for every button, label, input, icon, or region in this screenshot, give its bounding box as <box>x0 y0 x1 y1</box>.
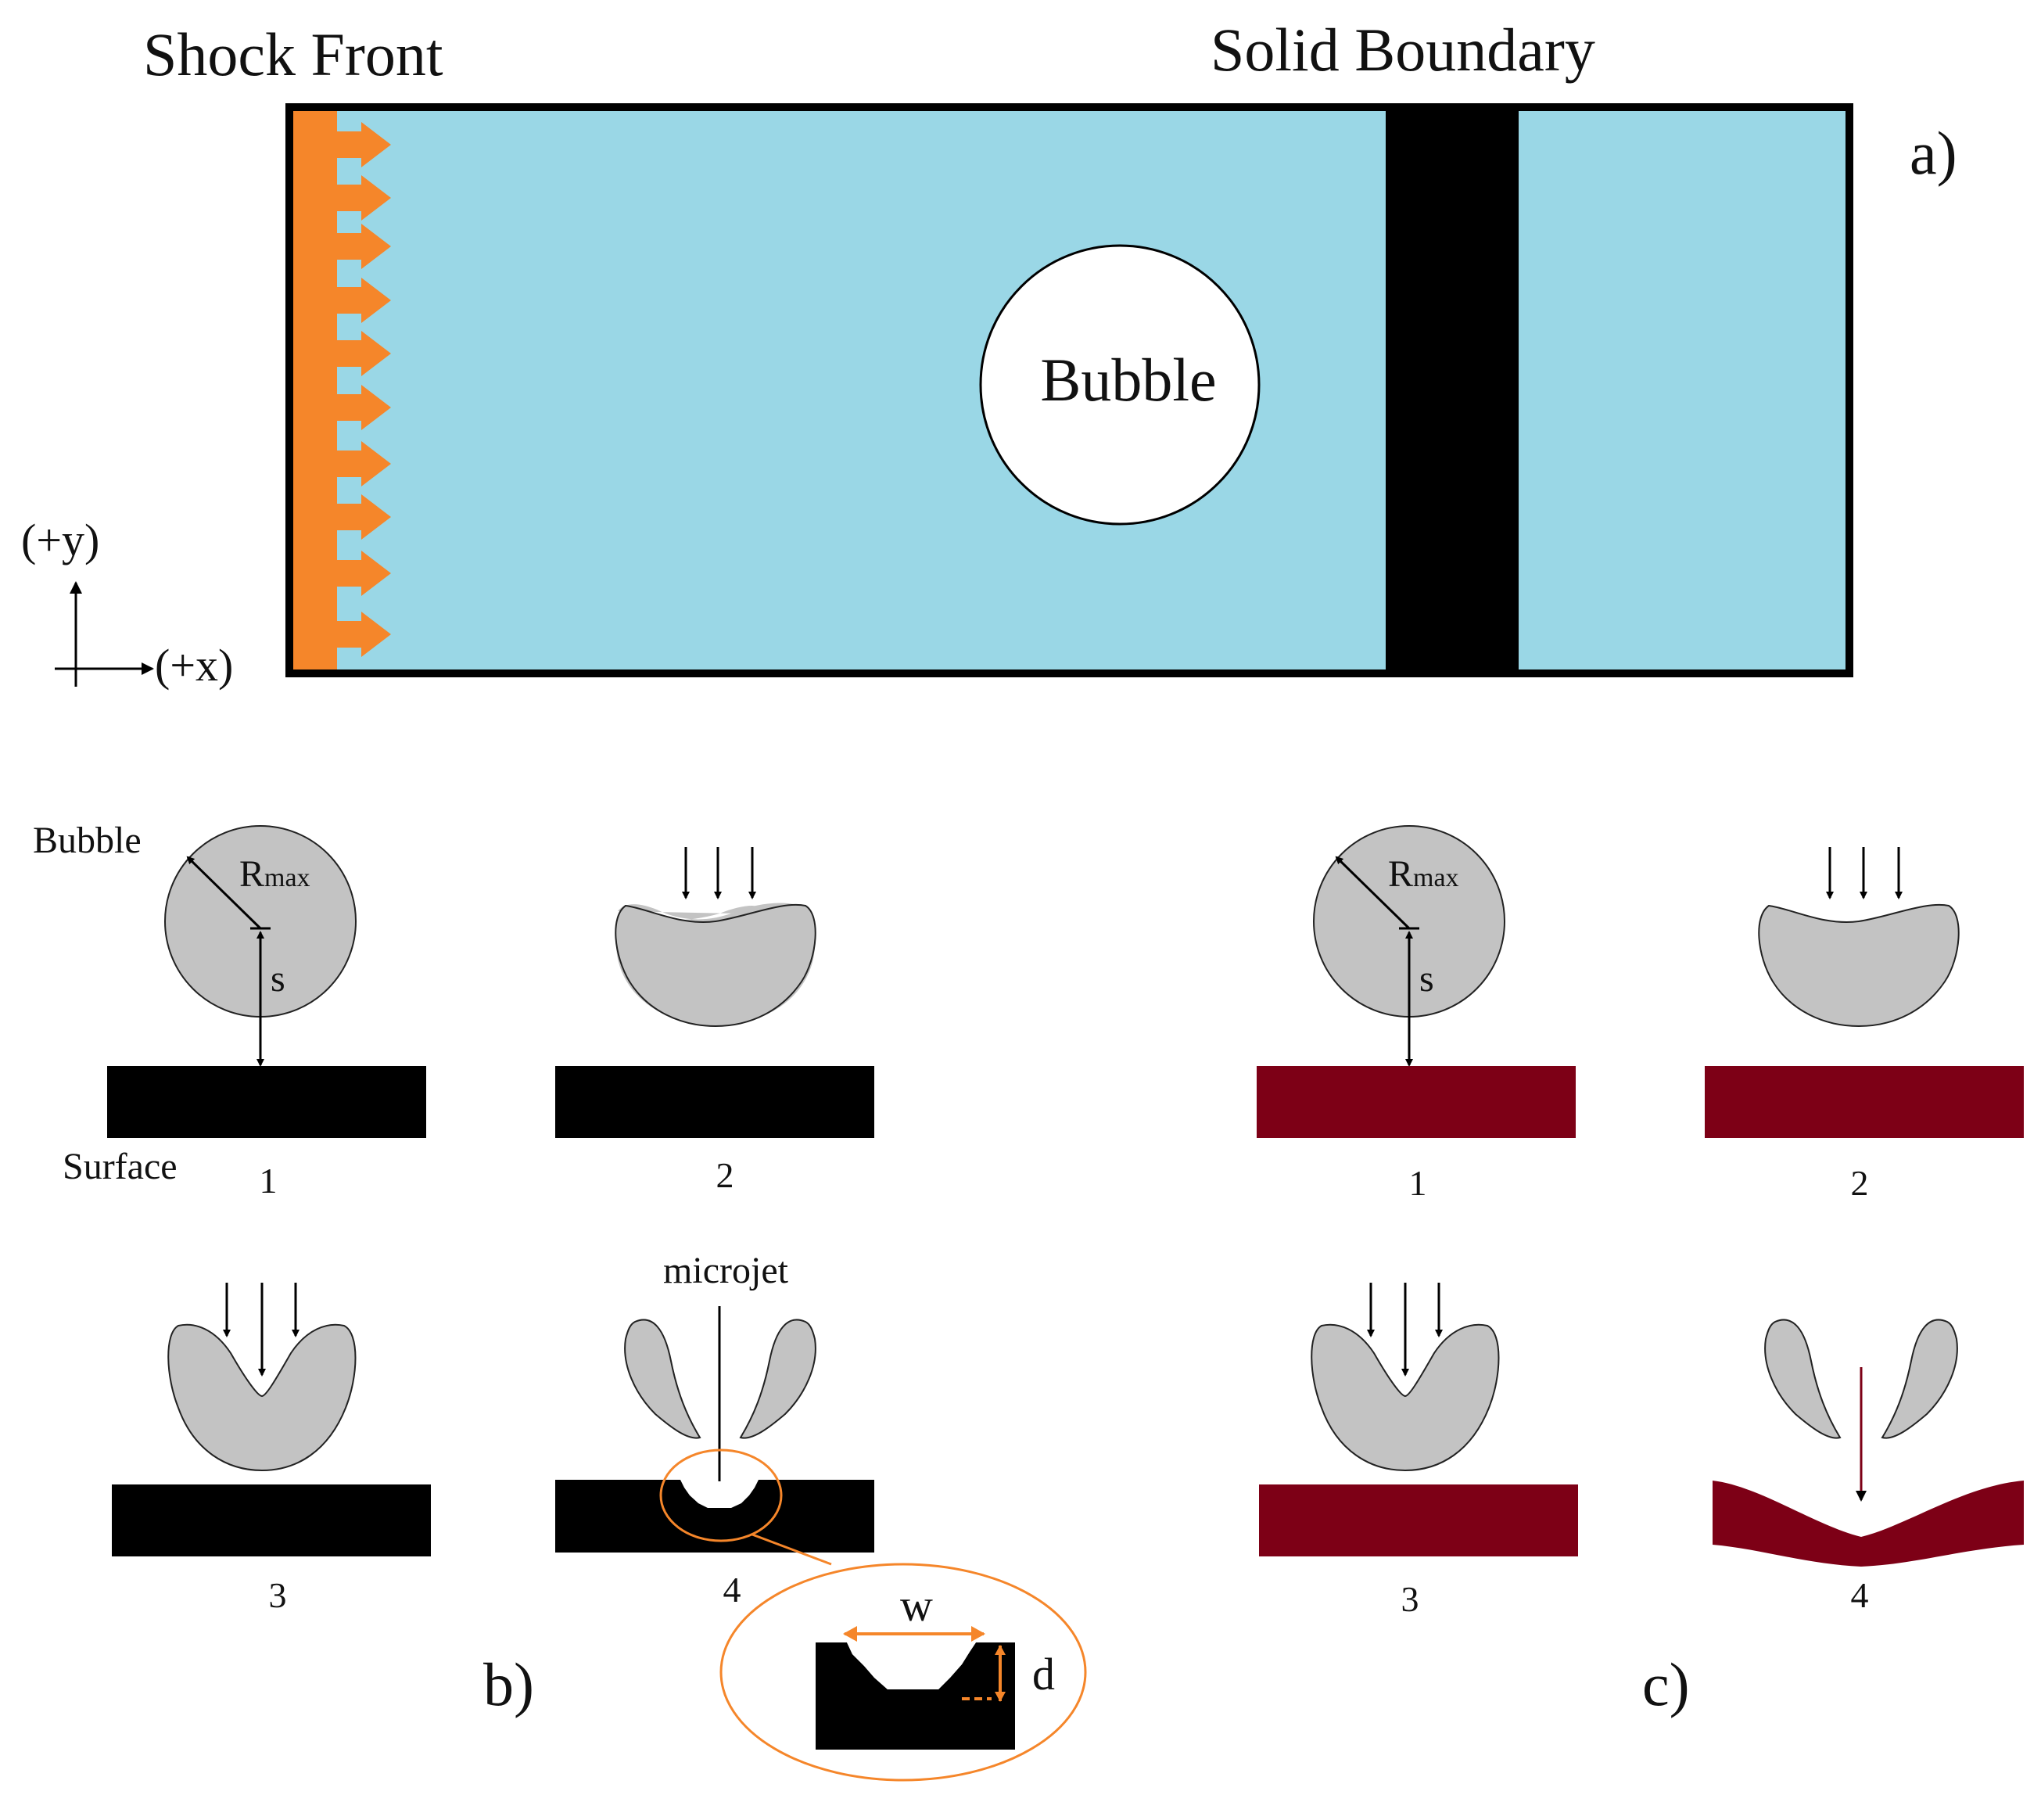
step-label: 1 <box>260 1161 278 1201</box>
rigid-surface <box>112 1484 431 1556</box>
radius-label-sub: max <box>1413 863 1459 892</box>
bubble-lobe-right <box>1881 1319 1958 1439</box>
zoom-ellipse <box>719 1563 1087 1782</box>
step-label: 3 <box>1401 1579 1419 1619</box>
panel-b: Bubble Rmax s Surface 1 2 3 <box>33 820 1087 1782</box>
bubble-involuted <box>1311 1323 1500 1472</box>
step-label: 1 <box>1409 1163 1427 1203</box>
rigid-surface <box>107 1066 426 1138</box>
depth-label: d <box>1032 1649 1055 1700</box>
solid-boundary-wall <box>1386 111 1519 669</box>
shock-arrow <box>335 385 391 430</box>
radius-label-main: R <box>1388 853 1413 895</box>
panel-b-step-1: Bubble Rmax s Surface 1 <box>33 820 426 1201</box>
surface-label: Surface <box>63 1146 178 1187</box>
bubble-flattened <box>1758 903 1960 1028</box>
step-label: 3 <box>269 1575 287 1615</box>
shock-arrow <box>335 331 391 376</box>
deformed-surface <box>1713 1481 2024 1567</box>
panel-a-label: a) <box>1910 119 1957 187</box>
erosion-pit <box>682 1481 755 1505</box>
bubble-lobe-right <box>739 1319 816 1439</box>
y-axis-label: (+y) <box>21 515 99 565</box>
shock-arrow <box>335 494 391 540</box>
radius-label: Rmax <box>239 853 310 895</box>
shock-arrow <box>335 122 391 167</box>
bubble-involuted <box>167 1323 357 1472</box>
bubble <box>979 244 1261 526</box>
rigid-surface <box>555 1066 874 1138</box>
deformable-surface <box>1705 1066 2024 1138</box>
panel-c-step-1: Rmax s 1 <box>1257 825 1576 1203</box>
step-label: 2 <box>716 1155 734 1195</box>
shock-arrow <box>335 224 391 269</box>
deformable-surface <box>1257 1066 1576 1138</box>
bubble-label: Bubble <box>1040 346 1216 414</box>
shock-arrows <box>335 122 391 657</box>
x-axis-label: (+x) <box>155 640 233 691</box>
panel-c-step-2: 2 <box>1705 847 2024 1203</box>
bubble-lobe-left <box>624 1319 701 1439</box>
panel-c-step-4: 4 <box>1713 1319 2024 1615</box>
bubble-lobe-left <box>1764 1319 1842 1439</box>
step-label: 2 <box>1851 1163 1869 1203</box>
radius-arrow <box>1335 856 1411 930</box>
radius-arrow <box>186 856 262 930</box>
bubble-flattened-outline <box>615 903 816 1028</box>
shock-front-label: Shock Front <box>143 20 443 88</box>
axis-indicator: (+y) (+x) <box>21 515 233 691</box>
zoomed-surface <box>816 1642 1015 1750</box>
shock-arrow <box>335 278 391 323</box>
radius-label-sub: max <box>264 863 310 892</box>
panel-a: Bubble Shock Front Solid Boundary a) (+y… <box>21 16 1957 691</box>
shock-front-band <box>293 111 337 669</box>
panel-c-step-3: 3 <box>1259 1283 1578 1619</box>
zoom-connector <box>751 1533 832 1566</box>
panel-c-label: c) <box>1642 1650 1690 1718</box>
deformable-surface <box>1259 1484 1578 1556</box>
solid-boundary-label: Solid Boundary <box>1211 16 1595 84</box>
shock-arrow <box>335 441 391 486</box>
radius-label-main: R <box>239 853 264 895</box>
shock-arrow <box>335 612 391 657</box>
zoomed-pit <box>847 1642 976 1689</box>
step-label: 4 <box>723 1570 741 1610</box>
shock-arrow <box>335 551 391 596</box>
shock-arrow <box>335 175 391 221</box>
panel-b-label: b) <box>483 1650 534 1718</box>
distance-label: s <box>271 958 285 1000</box>
rigid-surface-pitted <box>555 1480 874 1553</box>
pit-zoom-inset: w d <box>719 1563 1087 1782</box>
panel-b-step-4: microjet 4 w d <box>555 1250 1087 1782</box>
panel-c: Rmax s 1 2 3 4 <box>1257 825 2024 1718</box>
panel-b-step-3: 3 <box>112 1283 431 1615</box>
microjet-label: microjet <box>663 1250 789 1291</box>
distance-label: s <box>1419 958 1434 1000</box>
panel-b-step-2: 2 <box>555 847 874 1195</box>
step-label: 4 <box>1851 1575 1869 1615</box>
width-label: w <box>900 1580 933 1631</box>
pit-highlight-ring <box>659 1448 783 1542</box>
bubble-label: Bubble <box>33 820 142 861</box>
radius-label: Rmax <box>1388 853 1459 895</box>
